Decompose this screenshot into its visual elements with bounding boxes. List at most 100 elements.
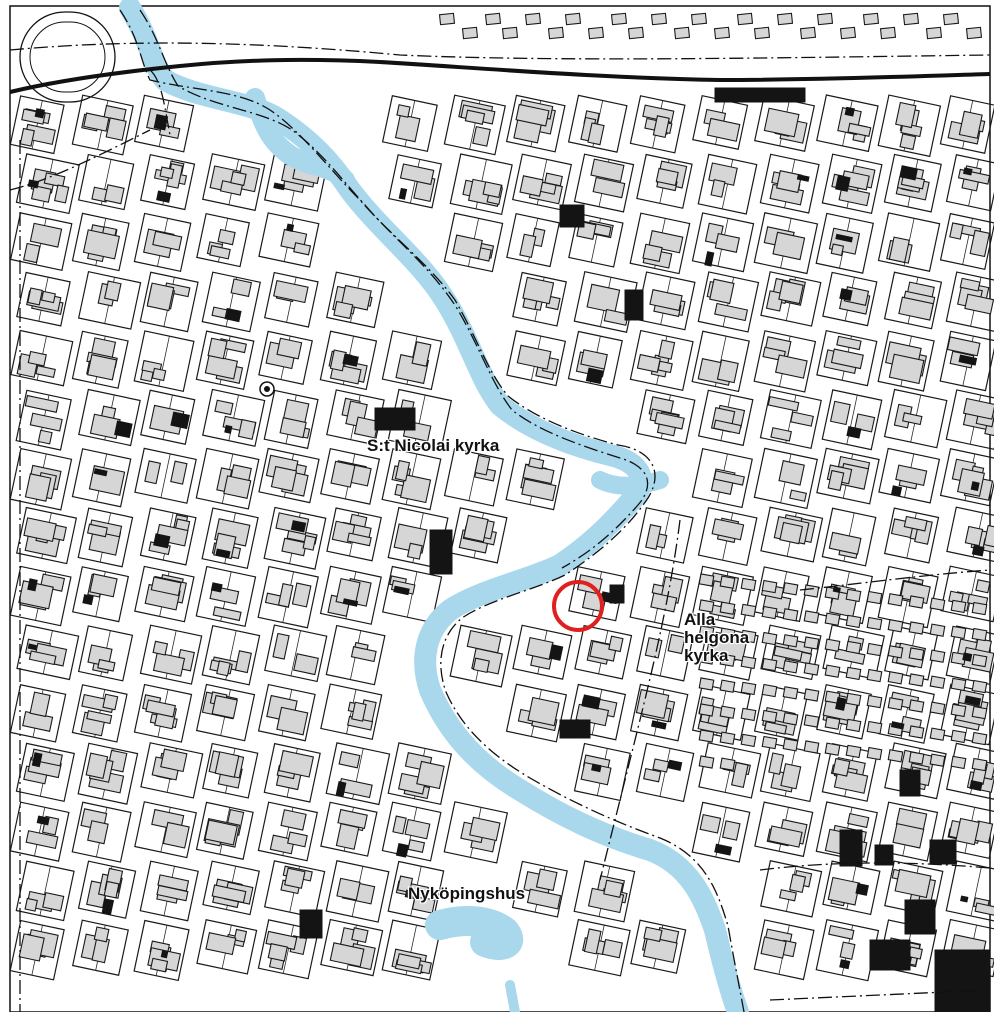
dark-building [963,167,973,176]
building [652,115,670,139]
house [845,640,862,655]
building [211,694,238,719]
building [144,460,162,485]
building [396,104,411,118]
sports-track [19,11,116,103]
building [205,932,237,956]
dark-building [869,939,911,971]
house [839,26,857,40]
building [399,163,435,186]
house [971,627,988,642]
railway [9,57,991,94]
house [803,688,820,702]
building [789,489,807,502]
building [160,748,188,773]
building [212,606,242,622]
building [828,924,855,940]
dark-building [210,582,223,593]
dark-building [832,586,841,594]
building [706,117,741,142]
building [590,158,625,183]
building [267,943,288,962]
house [929,727,946,741]
buildings [16,12,994,975]
building [962,397,994,420]
house [824,612,841,626]
building [24,394,60,413]
house [929,597,946,611]
building [233,928,248,943]
house [950,599,967,614]
building [19,127,35,147]
house [719,679,736,693]
building [30,185,52,203]
building [277,583,294,608]
house [845,614,862,629]
building [25,830,59,850]
building [644,637,663,659]
building [836,335,862,351]
building [217,228,236,246]
house [950,625,967,640]
dark-building [398,187,408,200]
boundary-line [769,989,991,1001]
building [28,650,57,666]
dark-building [36,815,50,826]
dark-building [667,759,683,771]
house [845,588,862,603]
building [964,293,994,315]
building [955,817,980,846]
building [636,353,661,373]
dark-building [559,719,591,739]
house [698,651,715,665]
building [888,236,910,264]
building [280,809,307,831]
house [719,601,736,615]
dark-building [224,424,233,434]
building [767,395,800,412]
building [902,412,923,426]
house [740,707,757,722]
building [407,839,426,853]
building [776,170,803,194]
house [824,716,841,730]
dark-building [342,353,359,367]
house [740,577,757,592]
map-frame-border [9,5,991,1012]
building [527,696,560,727]
building [847,122,872,137]
dark-building [82,594,94,606]
building [85,752,109,780]
building [763,107,800,138]
dark-building [585,367,604,385]
building [643,767,662,783]
building [150,576,182,597]
dark-building [900,165,918,181]
house [879,26,897,40]
building [658,339,676,360]
building [89,573,118,598]
building [170,460,188,485]
dark-building [839,829,863,867]
river-main [119,0,749,1012]
dark-building [290,520,307,533]
dark-building [855,882,869,896]
boundary-line [149,69,171,136]
house [761,631,778,646]
house [908,595,925,609]
house [564,12,582,26]
building [528,457,545,470]
building [699,813,722,834]
house [438,12,456,26]
building [452,234,483,260]
house [845,692,862,707]
house [719,627,736,641]
building [763,721,788,735]
building [847,812,870,829]
house [719,575,736,589]
house [887,619,904,633]
plot-line [160,453,171,498]
highlight-circle-marker [552,580,604,632]
dark-building [846,425,862,439]
house [713,26,731,40]
